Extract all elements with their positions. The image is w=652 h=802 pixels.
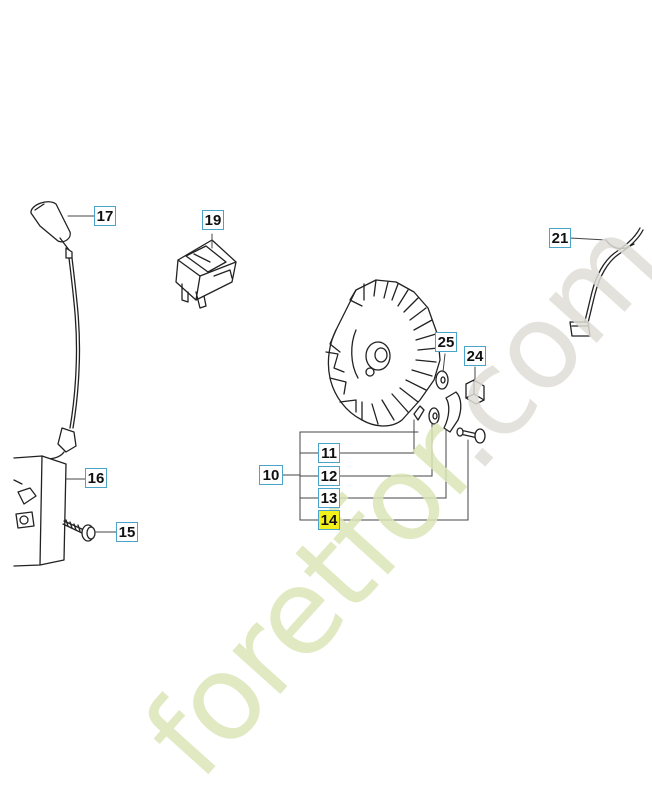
callout-13[interactable]: 13	[318, 488, 340, 508]
flywheel-part	[325, 279, 441, 427]
ignition-coil-part	[13, 427, 77, 567]
leader-lines	[65, 215, 607, 533]
callout-19[interactable]: 19	[202, 210, 224, 230]
callout-11[interactable]: 11	[318, 443, 340, 463]
callout-25[interactable]: 25	[435, 332, 457, 352]
callout-12[interactable]: 12	[318, 466, 340, 486]
washer-25-part	[435, 370, 449, 390]
pawl-assembly-part	[413, 391, 486, 444]
callout-15[interactable]: 15	[116, 522, 138, 542]
switch-part	[175, 239, 237, 309]
wire-21-part	[569, 227, 644, 337]
screw-15-part	[62, 519, 96, 542]
callout-10[interactable]: 10	[259, 465, 283, 485]
callout-24[interactable]: 24	[464, 346, 486, 366]
callout-21[interactable]: 21	[549, 228, 571, 248]
spark-plug-cap-part	[30, 201, 81, 429]
callout-16[interactable]: 16	[85, 468, 107, 488]
nut-24-part	[465, 379, 485, 405]
callout-14-highlighted[interactable]: 14	[318, 510, 340, 530]
callout-17[interactable]: 17	[94, 206, 116, 226]
